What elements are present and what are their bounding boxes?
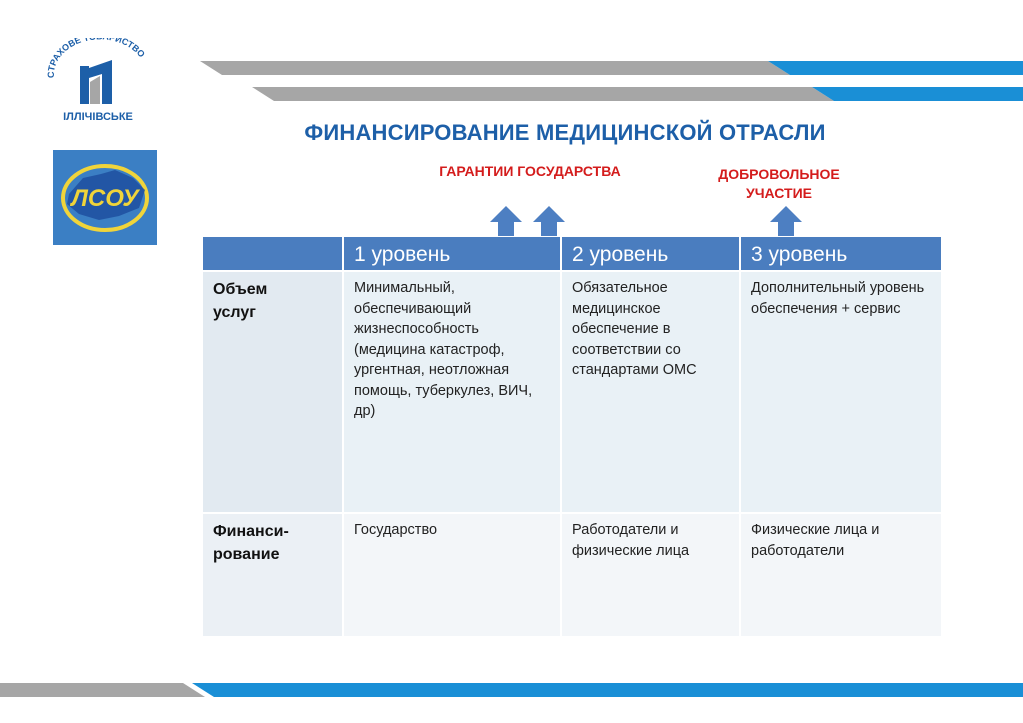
company-logo-icon: СТРАХОВЕ ТОВАРИСТВО ІЛЛІЧІВСЬКЕ xyxy=(46,31,147,123)
table-cell: Работодатели и физические лица xyxy=(561,513,741,638)
row-label-services: Объем услуг xyxy=(203,271,344,514)
arrow-up-icon-3 xyxy=(770,206,802,236)
top-gray-stripe-2 xyxy=(252,87,834,101)
page-title: ФИНАНСИРОВАНИЕ МЕДИЦИНСКОЙ ОТРАСЛИ xyxy=(304,120,826,145)
table-header-empty xyxy=(203,237,344,272)
company-logo: СТРАХОВЕ ТОВАРИСТВО ІЛЛІЧІВСЬКЕ xyxy=(42,31,154,124)
top-blue-stripe-2 xyxy=(812,87,1023,101)
guarantees-label: ГАРАНТИИ ГОСУДАРСТВА xyxy=(439,163,621,179)
lsou-logo-icon: ЛСОУ xyxy=(61,164,149,232)
table-cell: Дополнительный уровень обеспечения + сер… xyxy=(740,271,943,514)
financing-table: 1 уровень 2 уровень 3 уровень Объем услу… xyxy=(203,237,943,638)
voluntary-label-line-1: ДОБРОВОЛЬНОЕ xyxy=(718,166,840,182)
bottom-blue-stripe xyxy=(192,683,1023,697)
row-label-line-1: Финанси- xyxy=(213,523,289,540)
lsou-logo: ЛСОУ xyxy=(53,150,157,245)
table-cell: Обязательное медицинское обеспечение в с… xyxy=(561,271,741,514)
table-row: Объем услуг Минимальный, обеспечивающий … xyxy=(203,271,943,514)
top-blue-stripe-1 xyxy=(768,61,1023,75)
bottom-gray-stripe xyxy=(0,683,205,697)
lsou-logo-text: ЛСОУ xyxy=(69,185,140,212)
voluntary-label: ДОБРОВОЛЬНОЕ УЧАСТИЕ xyxy=(685,165,873,203)
table-cell: Государство xyxy=(343,513,562,638)
row-label-line-2: рование xyxy=(213,546,280,563)
table-cell: Физические лица и работодатели xyxy=(740,513,943,638)
row-label-financing: Финанси- рование xyxy=(203,513,344,638)
arrow-up-icon-1 xyxy=(490,206,522,236)
top-gray-stripe-1 xyxy=(200,61,790,75)
table-cell: Минимальный, обеспечивающий жизнеспособн… xyxy=(343,271,562,514)
logo-name-text: ІЛЛІЧІВСЬКЕ xyxy=(63,111,133,123)
table-header-level-3: 3 уровень xyxy=(740,237,943,272)
table-header-level-2: 2 уровень xyxy=(561,237,741,272)
arrow-up-icon-2 xyxy=(533,206,565,236)
row-label-line-1: Объем xyxy=(213,281,268,298)
row-label-line-2: услуг xyxy=(213,304,256,321)
voluntary-label-line-2: УЧАСТИЕ xyxy=(745,185,813,201)
table-header-level-1: 1 уровень xyxy=(343,237,562,272)
table-header-row: 1 уровень 2 уровень 3 уровень xyxy=(203,237,943,272)
table-row: Финанси- рование Государство Работодател… xyxy=(203,513,943,638)
